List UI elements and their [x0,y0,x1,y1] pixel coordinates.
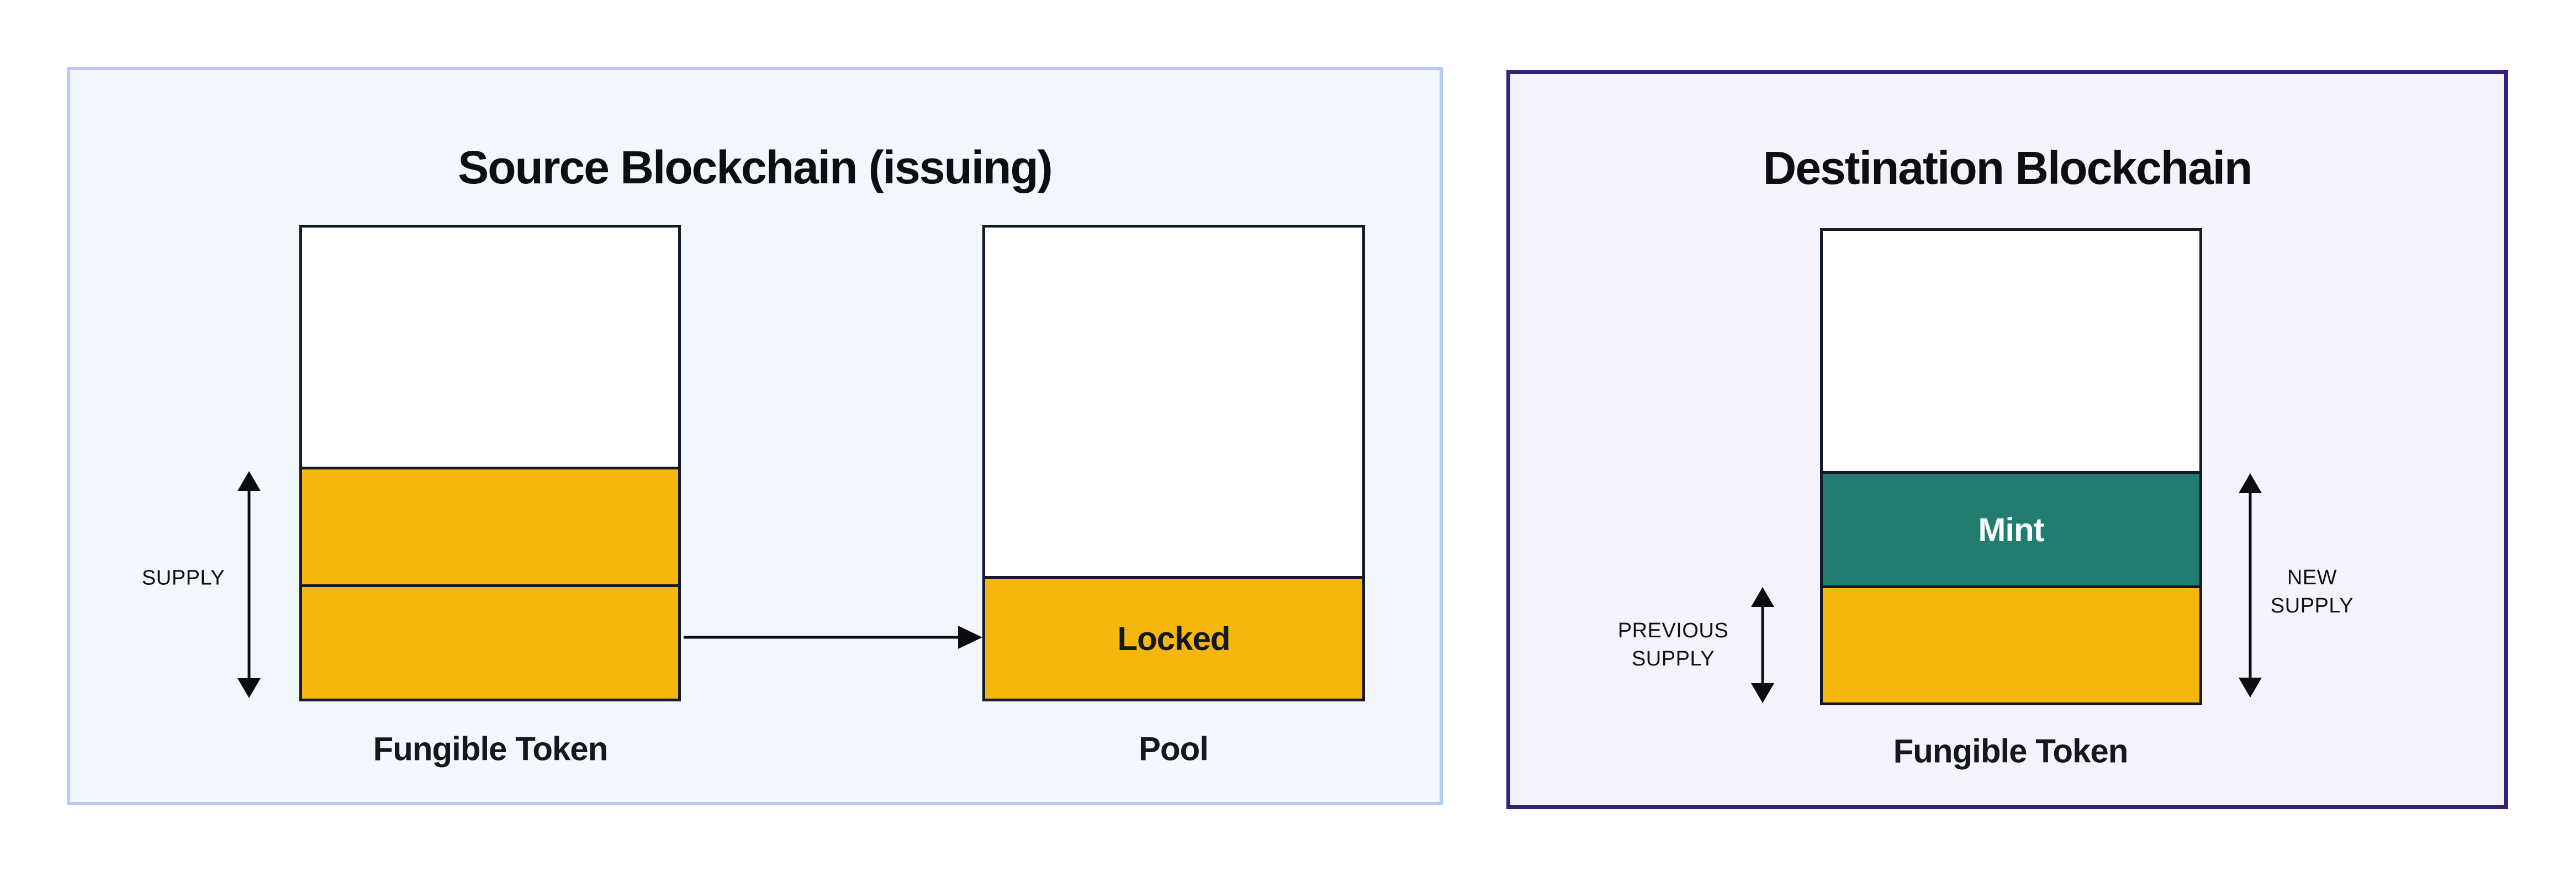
dest-panel-title: Destination Blockchain [1763,142,2253,194]
new-supply-label: NEW SUPPLY [2270,566,2354,617]
pool-caption: Pool [1139,730,1209,768]
source-fungible-token-caption: Fungible Token [373,730,609,768]
destination-blockchain-panel: Destination Blockchain PREVIOUS SUPPLY M… [1506,70,2508,809]
lock-transfer-arrow-icon [684,626,982,649]
pool-bar-empty-segment [985,228,1362,576]
source-blockchain-panel: Source Blockchain (issuing) SUPPLY Locke… [67,67,1443,805]
supply-label: SUPPLY [141,566,225,590]
pool-bar-locked-segment: Locked [985,576,1362,699]
source-bar-supply-lower-segment [302,584,678,699]
dest-bar-mint-segment: Mint [1823,471,2199,585]
source-bar-empty-segment [302,228,678,467]
new-supply-range-arrow-icon [2239,473,2262,698]
supply-range-arrow-icon [237,471,261,698]
source-bar-supply-upper-segment [302,467,678,584]
previous-supply-range-arrow-icon [1751,587,1774,703]
dest-bar-empty-segment [1823,231,2199,471]
locked-label: Locked [1117,620,1230,657]
mint-label: Mint [1978,511,2044,548]
previous-supply-label: PREVIOUS SUPPLY [1617,619,1729,670]
pool-bar: Locked [982,225,1365,701]
source-fungible-token-bar [299,225,681,701]
dest-bar-previous-supply-segment [1823,585,2199,702]
dest-fungible-token-bar: Mint [1820,228,2202,705]
source-panel-title: Source Blockchain (issuing) [458,141,1053,193]
dest-fungible-token-caption: Fungible Token [1893,732,2129,770]
